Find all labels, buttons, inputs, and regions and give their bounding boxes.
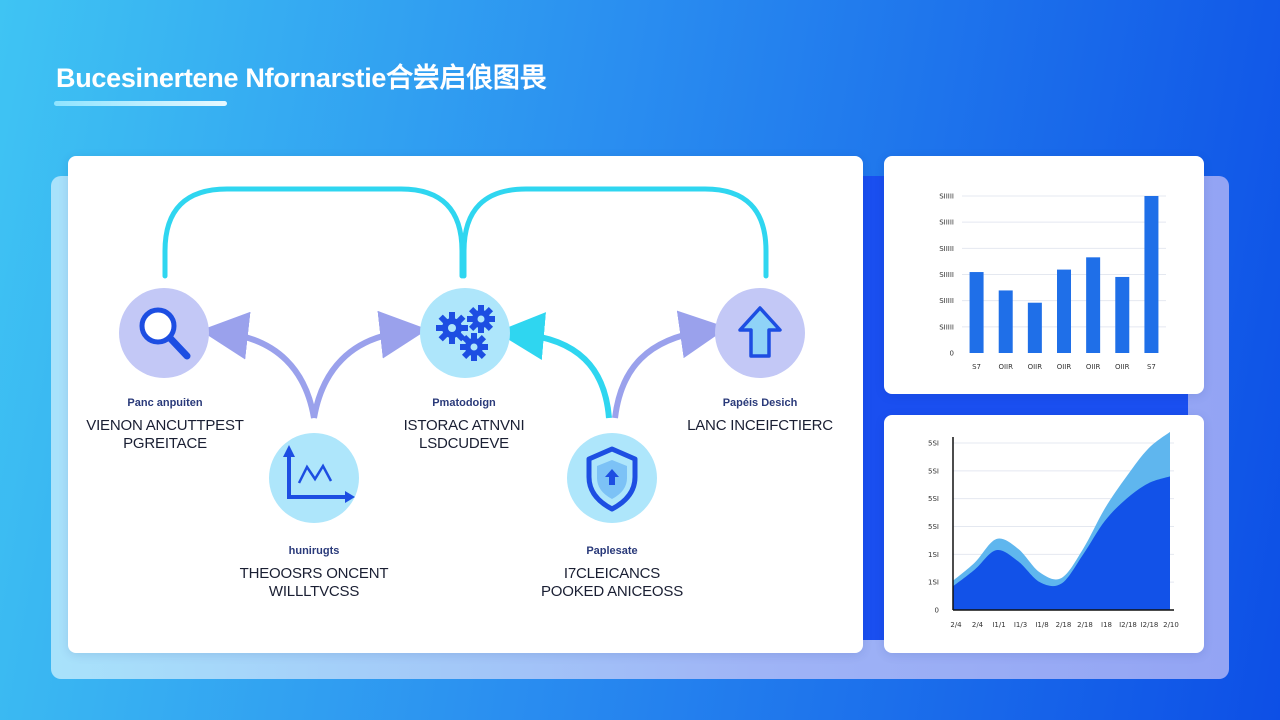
node-processing-line2: LSDCUDEVE <box>419 435 509 452</box>
bar <box>1057 269 1071 353</box>
area-y-tick: 5SI <box>928 440 939 448</box>
area-series <box>953 476 1170 610</box>
area-y-tick: 5SI <box>928 495 939 503</box>
node-search-line1: VIENON ANCUTTPEST <box>86 417 244 434</box>
node-security-line2: POOKED ANICEOSS <box>540 583 684 600</box>
node-search-label: Panc anpuiten VIENON ANCUTTPEST PGREITAC… <box>45 397 285 453</box>
bar-y-tick: SIIIII <box>939 193 954 201</box>
arch-connector-right <box>461 186 769 279</box>
area-y-tick: 5SI <box>928 467 939 475</box>
area-y-tick: 1SI <box>928 579 939 587</box>
bar-x-tick: S7 <box>1147 363 1156 371</box>
bar-x-tick: OIIR <box>1115 363 1130 371</box>
bar-chart-card: 0 SIIIII SIIIII SIIIII SIIIII SIIIII SIIIII S7 O… <box>884 156 1204 394</box>
area-y-tick: 1SI <box>928 551 939 559</box>
node-growth <box>715 288 805 378</box>
bar <box>1027 302 1042 353</box>
bar-y-tick: 0 <box>950 350 954 358</box>
flow-connectors <box>162 186 769 419</box>
bar-x-tick: S7 <box>972 363 981 371</box>
bar <box>1086 257 1101 353</box>
area-x-tick: I1/3 <box>1014 621 1027 629</box>
node-insights-label: hunirugts THEOOSRS ONCENT WILLLTVCSS <box>194 545 434 601</box>
node-growth-caption: Papéis Desich <box>722 397 798 409</box>
area-x-tick: 2/18 <box>1077 621 1093 629</box>
area-x-tick: I2/18 <box>1141 621 1159 629</box>
node-growth-line1: LANC INCEIFCTIERC <box>687 417 833 434</box>
bar-x-tick: OIIR <box>1028 363 1043 371</box>
bar-y-tick: SIIIII <box>939 245 954 253</box>
node-insights <box>269 433 359 523</box>
area-x-tick: 2/4 <box>972 621 984 629</box>
up-arrow-icon <box>738 306 782 358</box>
gears-icon <box>436 305 495 361</box>
node-insights-caption: hunirugts <box>288 545 340 557</box>
area-x-tick: 2/18 <box>1056 621 1072 629</box>
trend-chart-icon <box>283 445 355 503</box>
area-x-tick: I2/18 <box>1119 621 1137 629</box>
bar-y-tick: SIIIII <box>939 297 954 305</box>
title-underline <box>54 101 227 106</box>
arrow-shield-to-uparrow <box>612 310 728 419</box>
magnifier-icon <box>139 307 191 360</box>
area-y-tick: 5SI <box>928 523 939 531</box>
node-processing <box>420 288 510 378</box>
area-x-tick: 2/10 <box>1163 621 1179 629</box>
node-security-caption: Paplesate <box>586 545 638 557</box>
area-x-tick: I1/8 <box>1035 621 1048 629</box>
node-insights-line2: WILLLTVCSS <box>268 583 360 600</box>
node-search-line2: PGREITACE <box>123 435 207 452</box>
page-title: Bucesinertene Nfornarstie合尝启俍图畏 <box>56 63 547 93</box>
area-x-tick: I1/1 <box>992 621 1005 629</box>
node-search-caption: Panc anpuiten <box>127 397 203 409</box>
area-chart-card: 0 1SI 1SI 5SI 5SI 5SI 5SI 2/4 2/4 I1/1 I1/3 I1/8 2/1… <box>884 415 1204 653</box>
bar-x-tick: OIIR <box>1057 363 1072 371</box>
flow-diagram-card: Panc anpuiten VIENON ANCUTTPEST PGREITAC… <box>68 156 863 653</box>
node-security-line1: I7CLEICANCS <box>563 565 661 582</box>
node-growth-label: Papéis Desich LANC INCEIFCTIERC <box>640 397 880 435</box>
bar-x-tick: OIIR <box>998 363 1013 371</box>
bar-y-tick: SIIIII <box>939 323 954 331</box>
node-security <box>567 433 657 523</box>
area-chart: 0 1SI 1SI 5SI 5SI 5SI 5SI 2/4 2/4 I1/1 I1/3 I1/8 2/1… <box>928 431 1179 629</box>
arrow-to-search <box>200 311 317 419</box>
area-x-tick: 2/4 <box>950 621 962 629</box>
node-processing-line1: ISTORAC ATNVNI <box>403 417 525 434</box>
bar <box>969 272 984 353</box>
node-security-label: Paplesate I7CLEICANCS POOKED ANICEOSS <box>492 545 732 601</box>
arrow-shield-to-gears <box>496 312 612 419</box>
node-processing-label: Pmatodoign ISTORAC ATNVNI LSDCUDEVE <box>344 397 584 453</box>
bar <box>1144 196 1159 353</box>
arrow-to-gears <box>311 310 428 419</box>
area-y-tick: 0 <box>935 607 939 615</box>
shield-icon <box>586 446 638 512</box>
node-insights-line1: THEOOSRS ONCENT <box>239 565 389 582</box>
area-x-tick: I18 <box>1101 621 1112 629</box>
bar <box>998 290 1013 353</box>
node-search <box>119 288 209 378</box>
bar-y-tick: SIIIII <box>939 271 954 279</box>
node-processing-caption: Pmatodoign <box>432 397 496 409</box>
bar-x-tick: OIIR <box>1086 363 1101 371</box>
bar-chart: 0 SIIIII SIIIII SIIIII SIIIII SIIIII SIIIII S7 O… <box>939 193 1166 371</box>
arch-connector-left <box>162 186 465 279</box>
bar-y-tick: SIIIII <box>939 219 954 227</box>
bar <box>1115 276 1130 353</box>
